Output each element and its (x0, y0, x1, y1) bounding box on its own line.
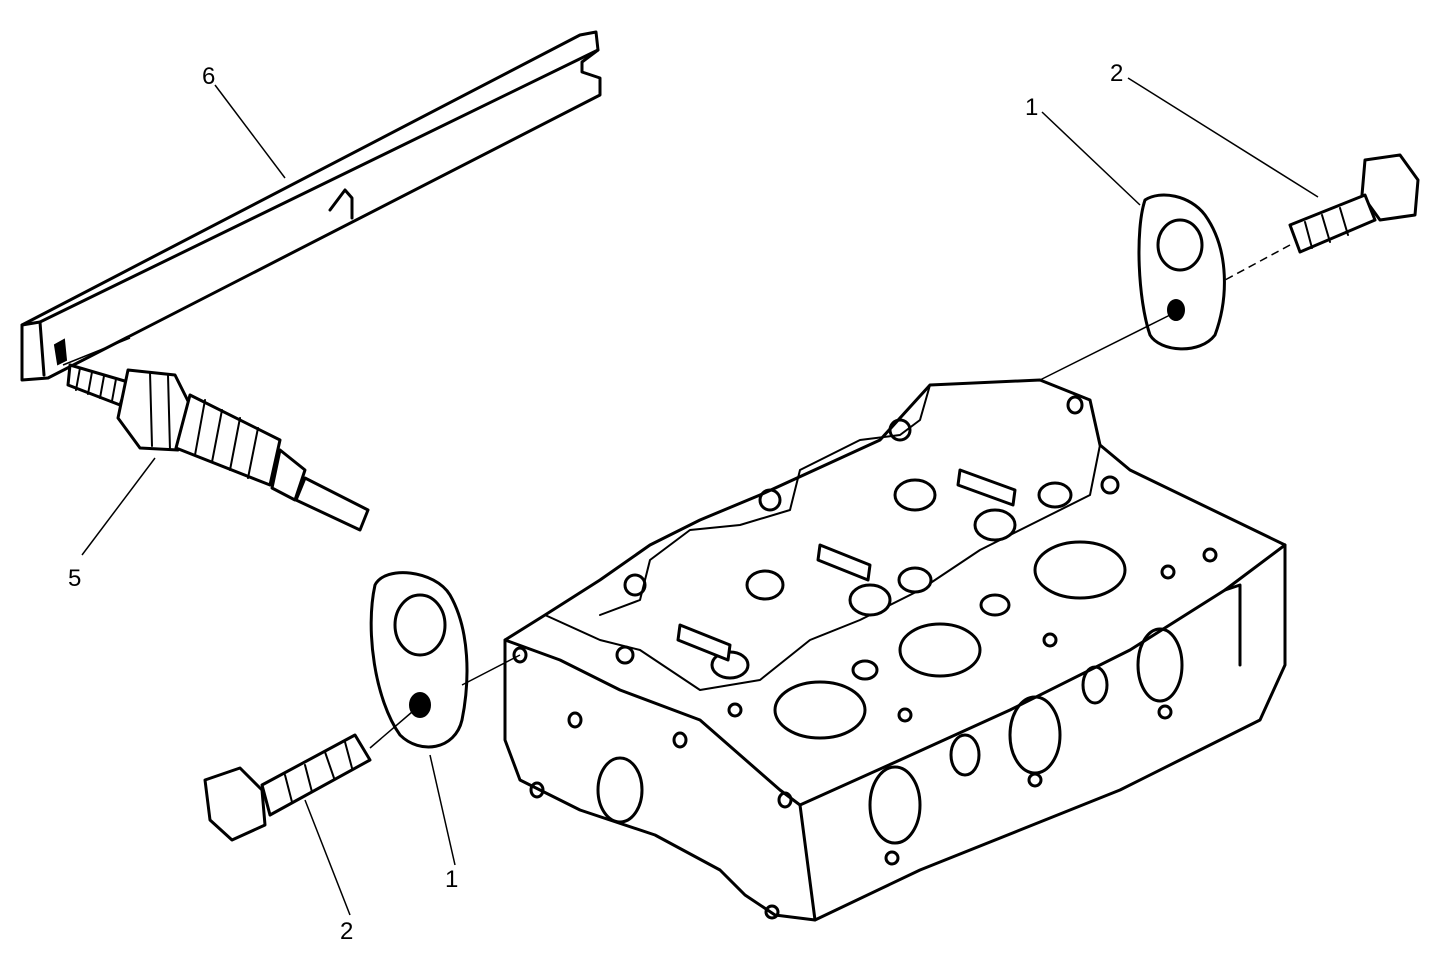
leader-lines (62, 77, 1319, 916)
bracket-right (1137, 193, 1226, 351)
callout-5-glow-plug: 5 (68, 565, 82, 592)
callout-2-bolt-left: 2 (340, 918, 354, 945)
bolt-left (203, 711, 413, 842)
glow-plug (66, 363, 370, 532)
cylinder-head (503, 378, 1287, 922)
callout-6-rod: 6 (202, 63, 216, 90)
slotted-rod (20, 30, 602, 382)
callout-1-bracket-right: 1 (1025, 94, 1039, 121)
callout-1-bracket-left: 1 (445, 866, 459, 893)
callout-2-bolt-right: 2 (1110, 60, 1124, 87)
bolt-right (1224, 153, 1420, 281)
bracket-left (369, 571, 469, 749)
